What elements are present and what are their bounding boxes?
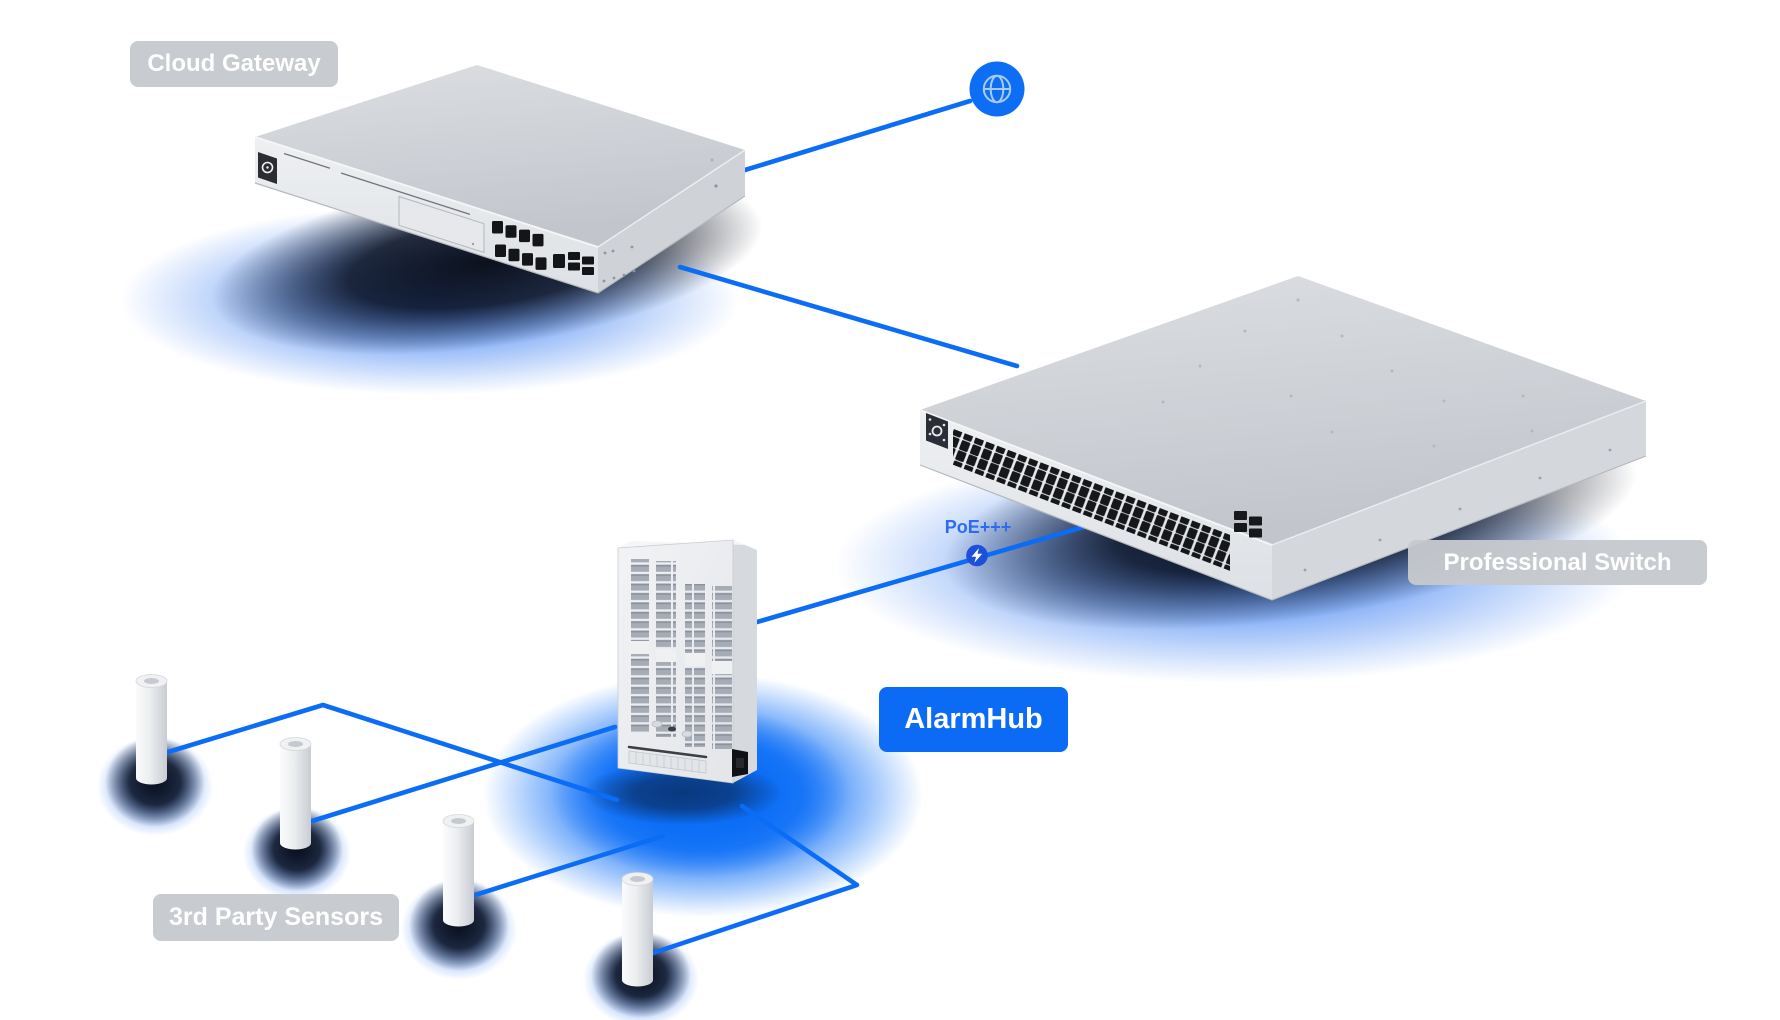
third-party-sensors-label: 3rd Party Sensors bbox=[153, 894, 399, 941]
alarmhub-label-text: AlarmHub bbox=[904, 703, 1043, 735]
line-switch-alarmhub-poe bbox=[754, 509, 1138, 625]
globe-icon bbox=[969, 61, 1025, 117]
gateway-ports bbox=[492, 221, 594, 275]
professional-switch-device bbox=[919, 276, 1647, 601]
gateway-drive-tray bbox=[398, 195, 485, 254]
professional-switch-label: Professional Switch bbox=[1408, 540, 1707, 585]
sensor-2 bbox=[279, 737, 312, 850]
line-alarmhub-sensor-1 bbox=[165, 702, 620, 803]
alarmhub-terminal-columns bbox=[629, 559, 732, 749]
switch-face-screws bbox=[1303, 448, 1612, 572]
alarmhub-device bbox=[617, 539, 757, 784]
professional-switch-label-text: Professional Switch bbox=[1443, 548, 1672, 576]
poe-label: PoE+++ bbox=[944, 517, 1012, 537]
third-party-sensors-label-text: 3rd Party Sensors bbox=[169, 903, 383, 931]
line-internet-gateway bbox=[742, 98, 973, 173]
switch-ports bbox=[953, 428, 1230, 571]
alarmhub-ethernet-port bbox=[732, 749, 748, 777]
gateway-display bbox=[258, 152, 277, 184]
switch-led-panel bbox=[926, 413, 948, 449]
switch-screws bbox=[1161, 298, 1534, 448]
cloud-gateway-device bbox=[254, 65, 746, 294]
cloud-gateway-label: Cloud Gateway bbox=[130, 41, 338, 87]
line-gateway-switch bbox=[677, 264, 1020, 369]
sensor-1 bbox=[135, 674, 168, 785]
line-alarmhub-sensor-3 bbox=[472, 833, 666, 898]
switch-sfp-ports bbox=[1234, 511, 1262, 538]
gateway-screws bbox=[602, 184, 718, 283]
alarmhub-label: AlarmHub bbox=[879, 687, 1068, 752]
line-alarmhub-sensor-2 bbox=[309, 724, 618, 824]
third-party-sensors bbox=[135, 674, 654, 987]
cloud-gateway-label-text: Cloud Gateway bbox=[147, 50, 321, 77]
sensor-4 bbox=[621, 872, 654, 987]
connection-lines bbox=[165, 98, 1138, 956]
sensor-3 bbox=[442, 814, 475, 927]
lightning-icon bbox=[966, 544, 988, 567]
line-alarmhub-sensor-4 bbox=[650, 803, 860, 956]
